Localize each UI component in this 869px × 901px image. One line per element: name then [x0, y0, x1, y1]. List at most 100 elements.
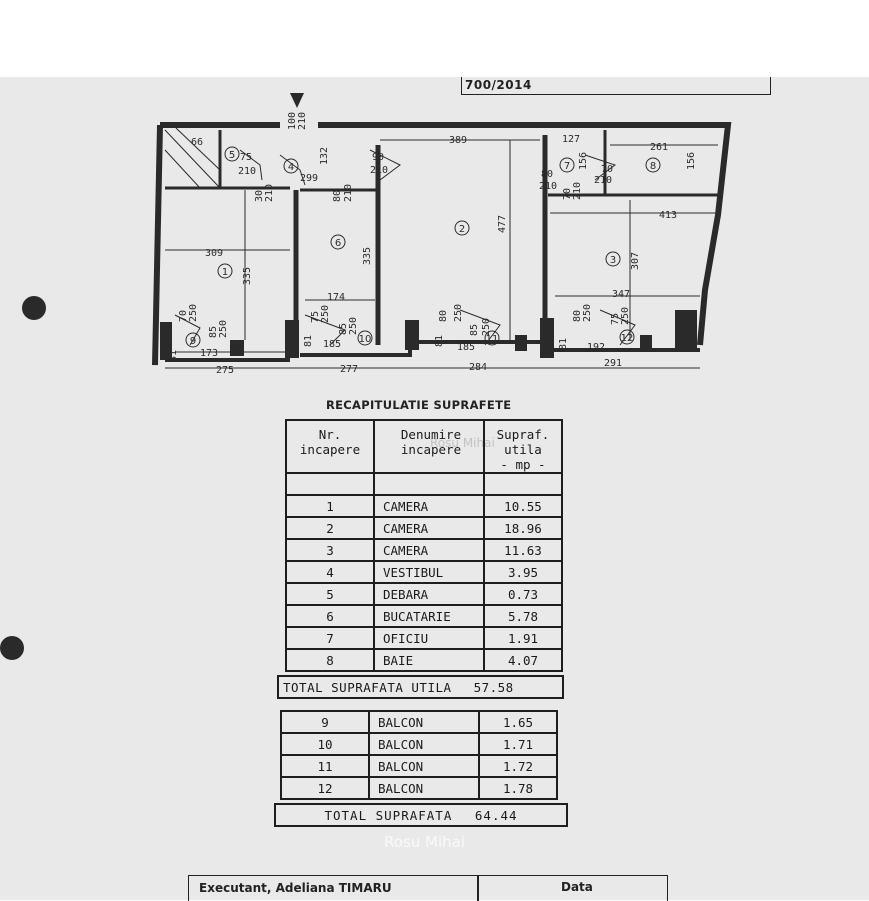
plan-label: 6	[335, 238, 341, 249]
plan-label: 210	[539, 181, 557, 192]
table-cell: BALCON	[368, 732, 480, 756]
plan-label: 80	[541, 169, 553, 180]
room-marker	[454, 220, 470, 236]
plan-label: 10	[359, 334, 372, 345]
plan-label: 30	[254, 190, 265, 202]
plan-label: 75	[240, 152, 252, 163]
plan-label: 11	[486, 334, 499, 345]
room-marker	[357, 330, 373, 346]
plan-label: 81	[168, 350, 179, 362]
plan-label: 210	[572, 182, 583, 200]
table-cell	[285, 472, 375, 496]
table-cell: BUCATARIE	[373, 604, 485, 628]
table-cell: 9	[280, 710, 370, 734]
room-marker	[217, 263, 233, 279]
room-marker	[559, 157, 575, 173]
plan-label: 7	[564, 161, 570, 172]
signature-footer: Executant, Adeliana TIMARU Data	[188, 875, 668, 901]
room-marker	[283, 158, 299, 174]
date-label: Data	[561, 880, 593, 894]
table-cell: 1.91	[483, 626, 563, 650]
table-cell: 7	[285, 626, 375, 650]
plan-label: 81	[303, 335, 314, 347]
total-useful-row: TOTAL SUPRAFATA UTILA 57.58	[277, 675, 564, 699]
plan-label: 335	[242, 267, 253, 285]
plan-label: 413	[659, 210, 677, 221]
table-cell: 0.73	[483, 582, 563, 606]
table-cell: DEBARA	[373, 582, 485, 606]
reference-box	[461, 77, 771, 95]
plan-label: 250	[582, 304, 593, 322]
plan-label: 307	[630, 252, 641, 270]
header-room-number: Nr.incapere	[285, 419, 375, 474]
table-cell: 10.55	[483, 494, 563, 518]
punch-hole-top	[22, 296, 46, 320]
table-cell: 4.07	[483, 648, 563, 672]
plan-label: 250	[320, 305, 331, 323]
room-marker	[605, 251, 621, 267]
plan-label: 174	[327, 292, 345, 303]
plan-label: 156	[578, 152, 589, 170]
plan-label: 210	[238, 166, 256, 177]
plan-label: 284	[469, 362, 487, 373]
table-cell: 1.72	[478, 754, 558, 778]
table-cell: 1.71	[478, 732, 558, 756]
table-cell: VESTIBUL	[373, 560, 485, 584]
plan-label: 210	[264, 184, 275, 202]
plan-label: 70	[562, 188, 573, 200]
plan-label: 299	[300, 173, 318, 184]
table-cell	[373, 472, 485, 496]
total-useful-label: TOTAL SUPRAFATA UTILA	[283, 679, 452, 695]
table-cell: 1.78	[478, 776, 558, 800]
table-cell: 1.65	[478, 710, 558, 734]
plan-label: 309	[205, 248, 223, 259]
plan-label: 250	[218, 320, 229, 338]
watermark: Rosu Mihai	[384, 833, 465, 851]
plan-label: 173	[200, 348, 218, 359]
reference-number: 700/2014	[465, 78, 532, 92]
plan-label: 250	[348, 317, 359, 335]
plan-label: 210	[343, 184, 354, 202]
plan-label: 156	[686, 152, 697, 170]
plan-label: 210	[594, 175, 612, 186]
table-cell: BAIE	[373, 648, 485, 672]
table-cell: 18.96	[483, 516, 563, 540]
plan-label: 477	[497, 215, 508, 233]
plan-label: 100	[287, 112, 298, 130]
table-cell: 2	[285, 516, 375, 540]
grand-total-row: TOTAL SUPRAFATA 64.44	[274, 803, 568, 827]
plan-label: 210	[297, 112, 308, 130]
plan-label: 80	[572, 310, 583, 322]
table-cell	[483, 472, 563, 496]
table-cell: 11.63	[483, 538, 563, 562]
plan-label: 75	[610, 313, 621, 325]
plan-label: 85	[469, 324, 480, 336]
plan-label: 70	[178, 310, 189, 322]
plan-label: 81	[558, 338, 569, 350]
table-cell: 4	[285, 560, 375, 584]
plan-label: 75	[310, 311, 321, 323]
table-cell: 3.95	[483, 560, 563, 584]
room-marker	[484, 330, 500, 346]
plan-label: 70	[601, 164, 613, 175]
plan-label: 250	[188, 304, 199, 322]
plan-label: 250	[453, 304, 464, 322]
table-cell: TOTAL SUPRAFATA UTILA 57.58	[277, 675, 564, 699]
plan-label: 347	[612, 289, 630, 300]
table-cell: 1	[285, 494, 375, 518]
table-cell: 6	[285, 604, 375, 628]
table-cell: 11	[280, 754, 370, 778]
plan-label: 210	[370, 165, 388, 176]
